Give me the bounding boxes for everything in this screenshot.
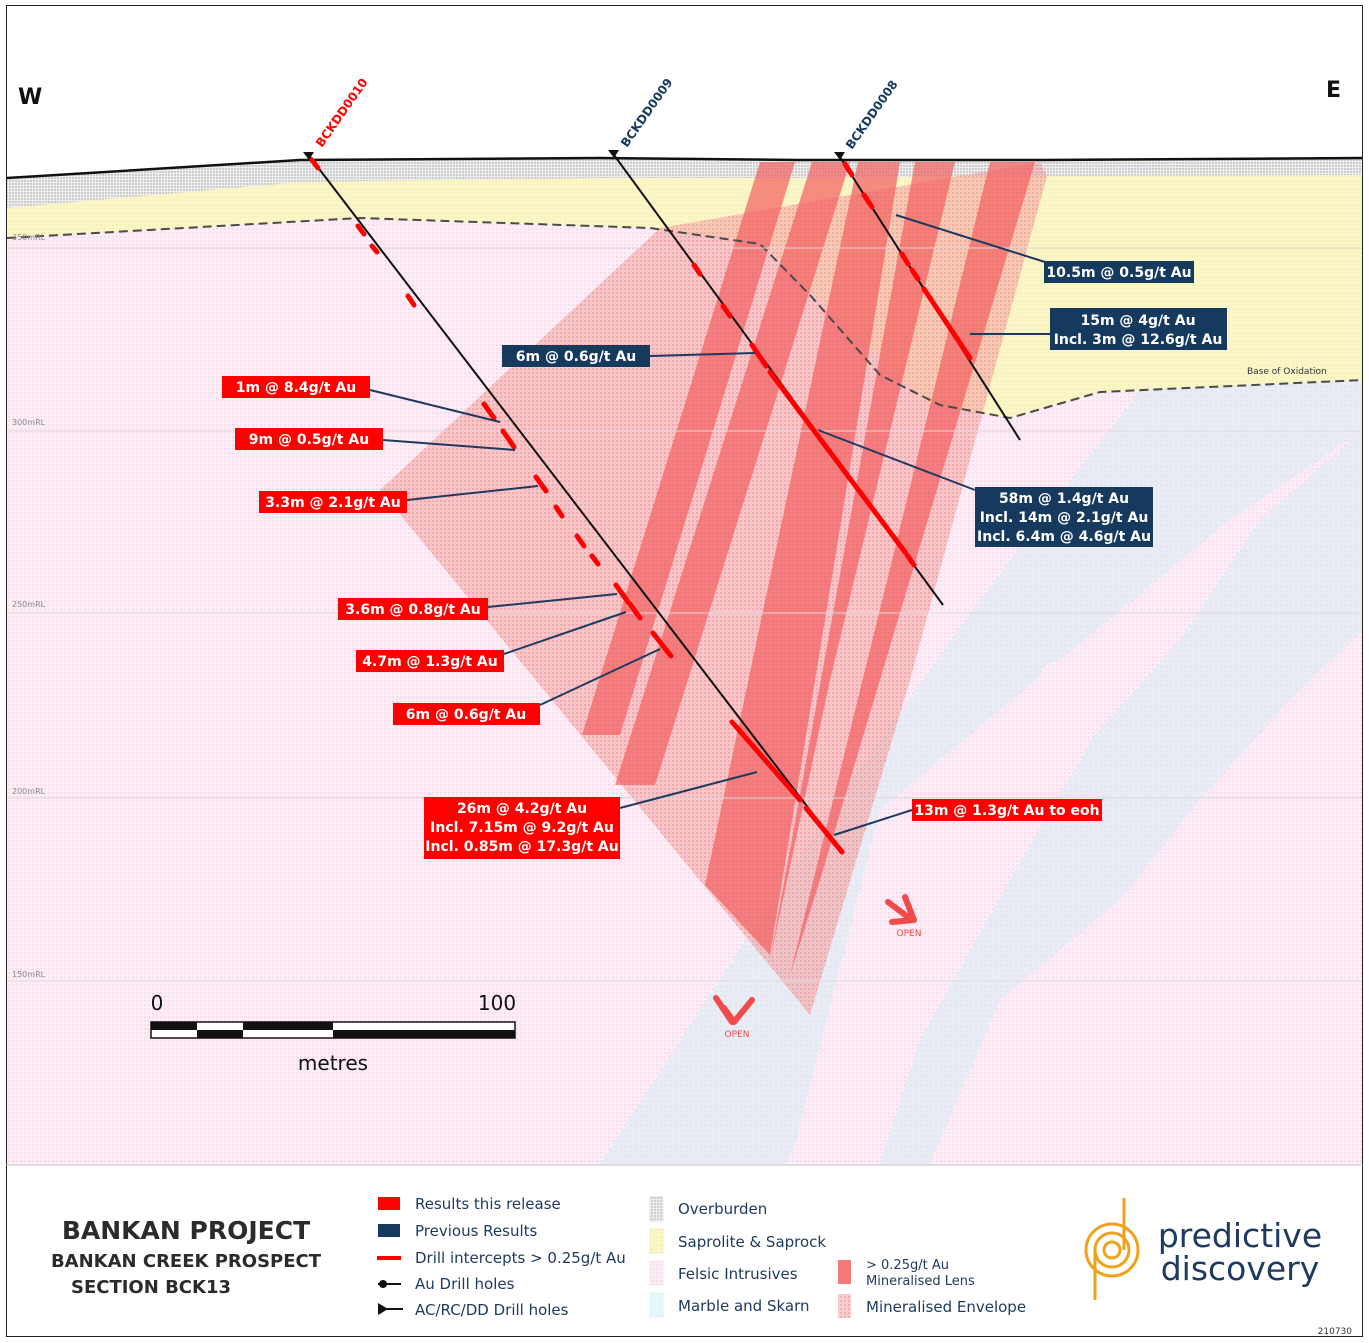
svg-text:58m @ 1.4g/t Au: 58m @ 1.4g/t Au [999, 491, 1129, 507]
legend-swatch-previous-results [378, 1224, 400, 1237]
rl-label-300: 300mRL [12, 418, 46, 427]
scale-bar: 0 100 metres [150, 991, 516, 1075]
rl-label-200: 200mRL [12, 787, 46, 796]
legend-swatch-results-release [378, 1197, 400, 1210]
svg-text:Incl. 7.15m @ 9.2g/t Au: Incl. 7.15m @ 9.2g/t Au [430, 820, 614, 836]
intercept-label-26m: 26m @ 4.2g/t Au Incl. 7.15m @ 9.2g/t Au … [424, 797, 620, 859]
document-code: 210730 [1318, 1327, 1353, 1337]
section-title: SECTION BCK13 [71, 1277, 231, 1298]
legend-swatch-lens [838, 1260, 851, 1284]
legend-swatch-marble [649, 1292, 664, 1318]
legend-felsic: Felsic Intrusives [678, 1265, 798, 1283]
legend-saprolite: Saprolite & Saprock [678, 1233, 826, 1251]
legend-drill-intercepts: Drill intercepts > 0.25g/t Au [415, 1249, 626, 1267]
drill-hole-bckdd0008 [834, 152, 1021, 441]
legend-swatch-ac-holes [378, 1303, 388, 1315]
section-map: 350mRL 300mRL 250mRL 200mRL 150mRL Base … [7, 6, 1362, 1164]
scale-start: 0 [151, 991, 164, 1015]
intercept-label-58m: 58m @ 1.4g/t Au Incl. 14m @ 2.1g/t Au In… [975, 487, 1153, 547]
mineralised-lenses [582, 162, 1035, 975]
svg-text:26m @ 4.2g/t Au: 26m @ 4.2g/t Au [457, 801, 587, 817]
svg-text:OPEN: OPEN [897, 929, 922, 939]
svg-text:10.5m @ 0.5g/t Au: 10.5m @ 0.5g/t Au [1046, 265, 1191, 281]
scale-unit: metres [298, 1051, 368, 1075]
leader-lines [369, 214, 1050, 836]
svg-text:OPEN: OPEN [725, 1030, 750, 1040]
legend-ac-drill-holes: AC/RC/DD Drill holes [415, 1301, 569, 1319]
intercept-label-6m-bckdd0010: 6m @ 0.6g/t Au [393, 703, 540, 725]
figure-frame [6, 5, 1363, 1337]
intercept-label-9m: 9m @ 0.5g/t Au [235, 428, 383, 450]
legend-marble: Marble and Skarn [678, 1297, 810, 1315]
legend-column-2: Overburden Saprolite & Saprock Felsic In… [649, 1196, 826, 1318]
svg-text:1m @ 8.4g/t Au: 1m @ 8.4g/t Au [236, 380, 356, 396]
felsic-inlier [785, 655, 1100, 1164]
svg-text:9m @ 0.5g/t Au: 9m @ 0.5g/t Au [249, 432, 369, 448]
intercept-label-6m-bckdd0009: 6m @ 0.6g/t Au [502, 345, 650, 367]
logo-line1: predictive [1158, 1216, 1322, 1255]
legend-swatch-felsic [649, 1260, 664, 1286]
svg-text:4.7m @ 1.3g/t Au: 4.7m @ 1.3g/t Au [362, 654, 497, 670]
rl-label-150: 150mRL [12, 970, 46, 979]
legend-lens-name: Mineralised Lens [866, 1274, 975, 1289]
svg-text:3.6m @ 0.8g/t Au: 3.6m @ 0.8g/t Au [345, 602, 480, 618]
legend-swatch-envelope [838, 1294, 851, 1318]
lens-3 [705, 162, 900, 955]
svg-text:15m @ 4g/t Au: 15m @ 4g/t Au [1080, 313, 1195, 329]
lens-2 [615, 162, 850, 785]
drill-hole-bckdd0010 [303, 152, 845, 855]
company-logo: predictive discovery [1084, 1198, 1322, 1300]
legend-swatch-saprolite [649, 1228, 664, 1254]
legend-previous-results: Previous Results [415, 1222, 538, 1240]
lens-5 [790, 162, 1035, 975]
legend-overburden: Overburden [678, 1200, 767, 1218]
compass-west: W [18, 85, 42, 110]
intercept-label-13m: 13m @ 1.3g/t Au to eoh [912, 799, 1102, 821]
rl-label-350: 350mRL [12, 233, 46, 242]
sky-area [7, 6, 1362, 178]
open-arrow-east: OPEN [885, 894, 922, 939]
intercept-label-3-3m: 3.3m @ 2.1g/t Au [259, 491, 407, 513]
scale-end: 100 [478, 991, 516, 1015]
svg-text:Incl. 6.4m @ 4.6g/t Au: Incl. 6.4m @ 4.6g/t Au [977, 529, 1151, 545]
legend-column-3: > 0.25g/t Au Mineralised Lens Mineralise… [838, 1258, 1026, 1318]
svg-text:6m @ 0.6g/t Au: 6m @ 0.6g/t Au [406, 707, 526, 723]
legend-swatch-overburden [649, 1196, 664, 1222]
project-title: BANKAN PROJECT [62, 1216, 310, 1245]
intercept-label-3-6m: 3.6m @ 0.8g/t Au [338, 598, 488, 620]
open-arrow-west: OPEN [713, 995, 755, 1040]
rl-label-250: 250mRL [12, 600, 46, 609]
svg-text:Incl. 0.85m @ 17.3g/t Au: Incl. 0.85m @ 17.3g/t Au [425, 839, 618, 855]
svg-text:6m @ 0.6g/t Au: 6m @ 0.6g/t Au [516, 349, 636, 365]
svg-text:13m @ 1.3g/t Au to eoh: 13m @ 1.3g/t Au to eoh [914, 803, 1099, 819]
title-block: BANKAN PROJECT BANKAN CREEK PROSPECT SEC… [51, 1216, 322, 1298]
svg-text:Incl. 14m @ 2.1g/t Au: Incl. 14m @ 2.1g/t Au [980, 510, 1149, 526]
logo-mark [1084, 1198, 1140, 1300]
compass-east: E [1326, 78, 1341, 103]
drill-hole-bckdd0009 [608, 150, 944, 606]
svg-text:3.3m @ 2.1g/t Au: 3.3m @ 2.1g/t Au [265, 495, 400, 511]
legend-au-drill-holes: Au Drill holes [415, 1275, 515, 1293]
legend-results-release: Results this release [415, 1195, 561, 1213]
legend-swatch-au-holes [379, 1280, 387, 1288]
intercept-label-4-7m: 4.7m @ 1.3g/t Au [356, 650, 504, 672]
intercept-label-10-5m: 10.5m @ 0.5g/t Au [1044, 261, 1194, 283]
topography-line [7, 156, 1362, 180]
legend-lens-grade: > 0.25g/t Au [866, 1258, 949, 1273]
intercept-label-15m: 15m @ 4g/t Au Incl. 3m @ 12.6g/t Au [1050, 308, 1227, 350]
lens-1 [582, 162, 795, 735]
logo-line2: discovery [1161, 1249, 1320, 1288]
prospect-title: BANKAN CREEK PROSPECT [51, 1251, 322, 1272]
intercept-label-1m: 1m @ 8.4g/t Au [222, 376, 370, 398]
svg-text:Incl. 3m @ 12.6g/t Au: Incl. 3m @ 12.6g/t Au [1054, 332, 1223, 348]
base-of-oxidation-line [7, 216, 1362, 420]
legend-column-1: Results this release Previous Results Dr… [377, 1195, 626, 1319]
base-of-oxidation-label: Base of Oxidation [1247, 367, 1327, 377]
rl-grid [7, 247, 1362, 982]
legend-envelope: Mineralised Envelope [866, 1298, 1026, 1316]
